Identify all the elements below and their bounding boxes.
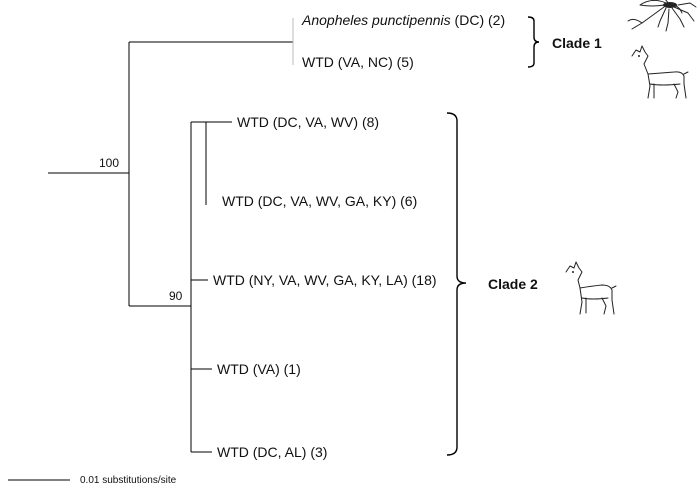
tip-label: WTD (VA) (1)	[217, 361, 301, 377]
mosquito-icon	[627, 0, 697, 32]
deer-icon	[631, 45, 689, 99]
tip-label-suffix: (DC) (2)	[451, 12, 505, 28]
bootstrap-value: 90	[169, 289, 183, 303]
deer-icon	[565, 261, 617, 315]
clade-bracket	[446, 112, 467, 456]
scale-bar-label: 0.01 substitutions/site	[80, 475, 177, 486]
tree-branches	[48, 18, 294, 453]
tip-label: WTD (DC, AL) (3)	[217, 444, 327, 460]
tip-label: WTD (NY, VA, WV, GA, KY, LA) (18)	[213, 272, 437, 288]
clade-bracket	[527, 16, 540, 68]
clade-label: Clade 1	[552, 35, 602, 51]
tip-label: Anopheles punctipennis (DC) (2)	[301, 12, 505, 28]
clade-label: Clade 2	[488, 276, 538, 292]
tip-label-italic: Anopheles punctipennis	[301, 12, 451, 28]
tip-labels: Anopheles punctipennis (DC) (2) WTD (VA,…	[213, 12, 505, 460]
tip-label: WTD (VA, NC) (5)	[302, 54, 414, 70]
bootstrap-value: 100	[99, 156, 119, 170]
tip-label: WTD (DC, VA, WV, GA, KY) (6)	[222, 193, 417, 209]
tip-label: WTD (DC, VA, WV) (8)	[237, 114, 379, 130]
